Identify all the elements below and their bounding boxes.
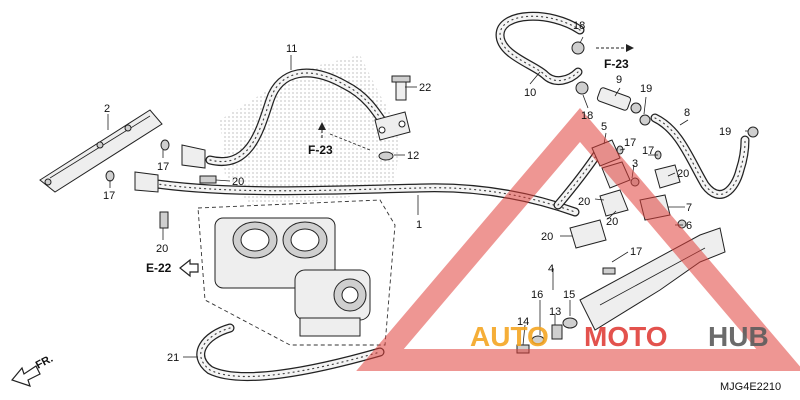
grommet-12 [378,151,394,161]
clamp-19 [639,114,651,126]
label-17-c: 17 [624,137,636,149]
valve-pipe [596,87,642,114]
bolt-22 [391,75,411,101]
label-20-a: 20 [232,176,244,188]
label-17-b: 17 [103,190,115,202]
ref-e22: E-22 [146,261,172,275]
label-22: 22 [419,82,431,94]
label-5: 5 [601,121,607,133]
label-10: 10 [524,87,536,99]
washer-16 [531,335,545,345]
part-labels: 2 11 22 12 1 17 17 20 20 18 10 9 19 18 8… [103,20,731,364]
label-18-mid: 18 [581,110,593,122]
label-13: 13 [549,306,561,318]
label-20-f: 20 [541,231,553,243]
hose-10 [495,11,585,86]
connector-left-lower [134,171,159,193]
label-15: 15 [563,289,575,301]
grommet-15 [562,317,578,329]
label-8: 8 [684,107,690,119]
label-19-right: 19 [719,126,731,138]
label-7: 7 [686,202,692,214]
hose-8 [650,113,750,199]
front-arrow [10,365,41,387]
label-18-top: 18 [573,20,585,32]
watermark-auto: AUTO [470,321,549,352]
bracket-connector [374,111,411,141]
clamp-19-right [747,126,759,138]
label-12: 12 [407,150,419,162]
clamp-18-top [571,41,585,55]
connector-left-upper [181,144,206,169]
oring-17-a [160,139,170,151]
watermark-triangle [356,108,800,371]
label-21: 21 [167,352,179,364]
throttle-body [214,217,371,337]
screw-20-a [199,175,217,184]
hose-11 [205,68,390,167]
fuel-rail [39,109,163,193]
label-3: 3 [632,158,638,170]
label-14: 14 [517,316,529,328]
arrow-e22 [179,258,199,278]
label-6: 6 [686,220,692,232]
label-20-c: 20 [677,168,689,180]
label-4: 4 [548,263,554,275]
label-17-a: 17 [157,161,169,173]
label-17-d: 17 [642,145,654,157]
label-11: 11 [286,43,297,55]
watermark-hub: HUB [708,321,769,352]
arrow-f23-mid [318,122,371,151]
ref-f23-top: F-23 [604,57,629,71]
label-20-d: 20 [578,196,590,208]
bolt-17-bracket [602,267,616,275]
label-2: 2 [104,103,110,115]
watermark-moto: MOTO [584,321,667,352]
label-19-mid: 19 [640,83,652,95]
clamp-18-mid [575,81,589,95]
arrow-f23-top [596,44,634,52]
diagram-code: MJG4E2210 [720,381,781,393]
label-9: 9 [616,74,622,86]
ref-f23-mid: F-23 [308,143,333,157]
label-1: 1 [416,219,422,231]
screw-20-b [159,211,169,229]
hose-21 [196,323,385,381]
label-17-e: 17 [630,246,642,258]
label-20-b: 20 [156,243,168,255]
label-20-e: 20 [606,216,618,228]
collar-13 [551,324,563,340]
leader-lines [107,36,748,358]
oring-17-b [105,170,115,182]
label-16: 16 [531,289,543,301]
front-label: FR. [34,353,55,372]
